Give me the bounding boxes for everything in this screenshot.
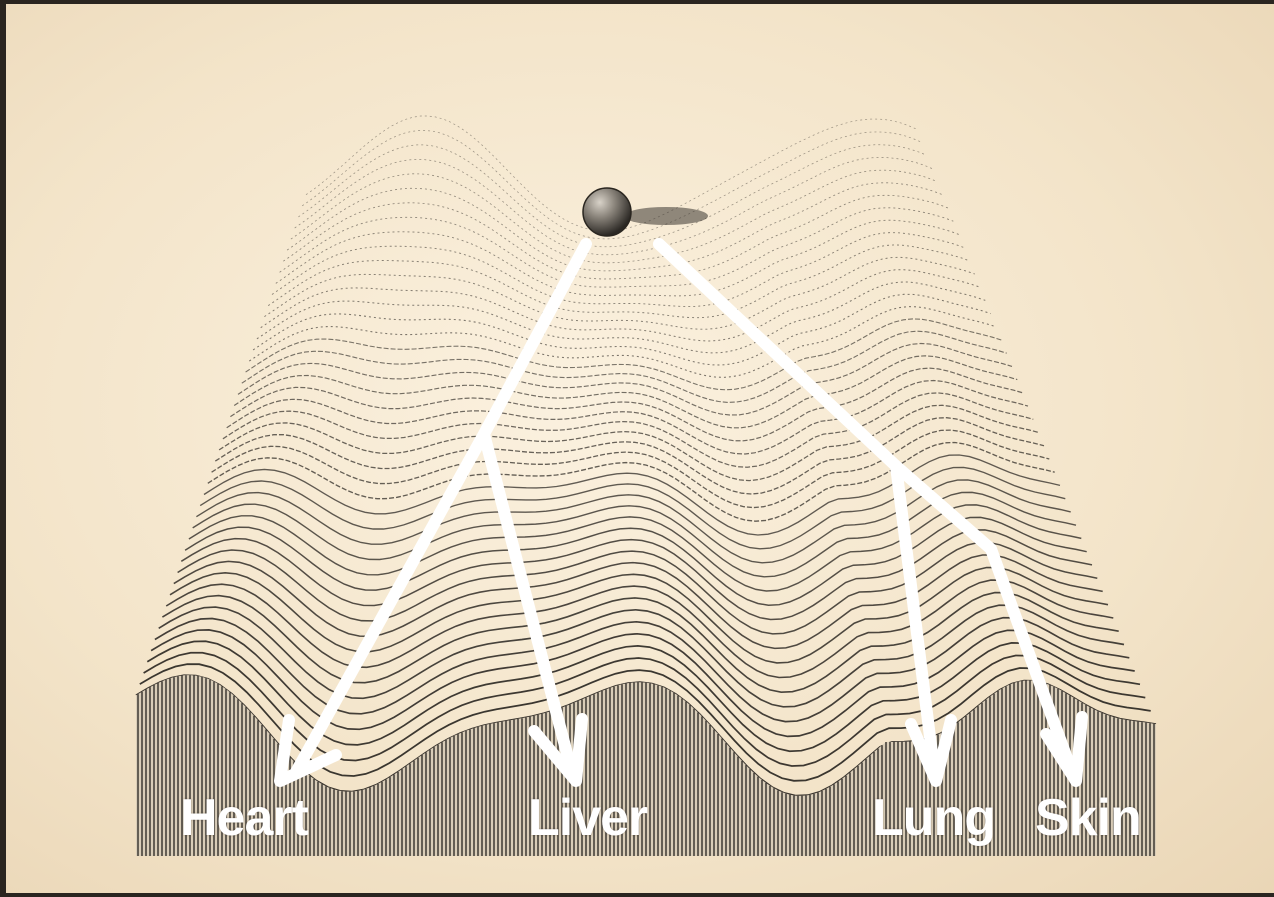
arrow-to-heart [296, 244, 586, 772]
label-lung: Lung [872, 788, 995, 848]
contour-line [249, 307, 996, 378]
contour-line [178, 543, 1098, 634]
label-liver: Liver [528, 788, 647, 848]
contour-line [227, 381, 1028, 455]
contour-line [261, 270, 980, 341]
contour-line [253, 294, 991, 365]
contour-line [257, 282, 985, 353]
contour-line [264, 257, 974, 329]
contour-line [268, 245, 969, 318]
contour-line [234, 356, 1017, 428]
contour-line [185, 517, 1087, 605]
ball-icon [583, 188, 708, 236]
contour-line [170, 568, 1108, 663]
label-heart: Heart [180, 788, 308, 848]
contour-line [196, 480, 1070, 563]
contour-line [242, 331, 1007, 402]
contour-line [246, 319, 1002, 390]
label-skin: Skin [1035, 788, 1141, 848]
contour-line [238, 344, 1012, 416]
epigenetic-landscape-illustration [6, 4, 1274, 897]
contour-line [223, 393, 1033, 467]
